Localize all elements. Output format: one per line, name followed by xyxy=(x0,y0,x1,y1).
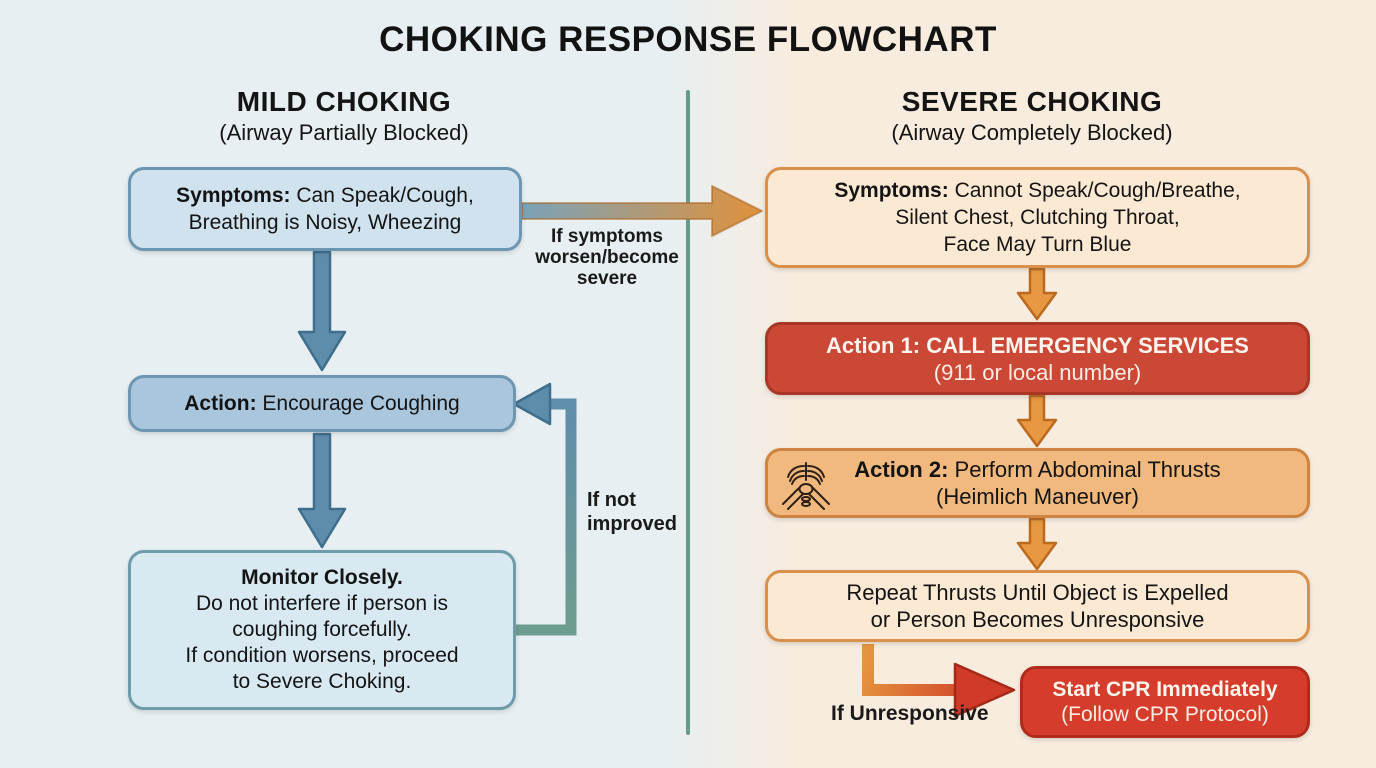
arrow-severe-down-2 xyxy=(1016,394,1058,448)
mild-monitor-box: Monitor Closely. Do not interfere if per… xyxy=(128,550,516,710)
unresponsive-label: If Unresponsive xyxy=(831,702,989,725)
mild-action-label: Action: xyxy=(184,391,257,415)
mild-column-header: MILD CHOKING (Airway Partially Blocked) xyxy=(0,86,688,146)
not-improved-label: If not improved xyxy=(587,489,678,535)
worsen-arrow-label: If symptoms worsen/become severe xyxy=(535,226,679,289)
severe-repeat-box: Repeat Thrusts Until Object is Expelled … xyxy=(765,570,1310,642)
severe-symptoms-box: Symptoms: Cannot Speak/Cough/Breathe, Si… xyxy=(765,167,1310,268)
mild-subheading: (Airway Partially Blocked) xyxy=(219,120,469,145)
mild-monitor-label: Monitor Closely. xyxy=(241,566,403,589)
severe-action2-box: Action 2: Perform Abdominal Thrusts (Hei… xyxy=(765,448,1310,518)
severe-cpr-box: Start CPR Immediately (Follow CPR Protoc… xyxy=(1020,666,1310,738)
mild-heading: MILD CHOKING xyxy=(236,86,452,117)
severe-action1-label: Action 1: xyxy=(826,332,921,358)
arrow-severe-down-1 xyxy=(1016,267,1058,321)
severe-column-header: SEVERE CHOKING (Airway Completely Blocke… xyxy=(688,86,1376,146)
severe-subheading: (Airway Completely Blocked) xyxy=(891,120,1173,145)
severe-action1-box: Action 1: CALL EMERGENCY SERVICES (911 o… xyxy=(765,322,1310,395)
severe-heading: SEVERE CHOKING xyxy=(901,86,1163,117)
arrow-feedback-loop xyxy=(516,398,577,636)
column-divider xyxy=(686,90,690,735)
arrow-feedback-head xyxy=(512,382,552,426)
mild-symptoms-box: Symptoms: Can Speak/Cough, Breathing is … xyxy=(128,167,522,251)
arrow-severe-down-3 xyxy=(1016,517,1058,571)
page-title: CHOKING RESPONSE FLOWCHART xyxy=(379,20,997,59)
abdominal-thrust-icon xyxy=(782,462,830,510)
mild-symptoms-label: Symptoms: xyxy=(176,184,291,207)
mild-action-box: Action: Encourage Coughing xyxy=(128,375,516,432)
arrow-mild-down-1 xyxy=(297,250,347,372)
arrow-unresponsive xyxy=(862,644,958,696)
severe-action2-label: Action 2: xyxy=(854,457,949,482)
severe-symptoms-label: Symptoms: xyxy=(834,179,949,202)
arrow-mild-down-2 xyxy=(297,432,347,549)
